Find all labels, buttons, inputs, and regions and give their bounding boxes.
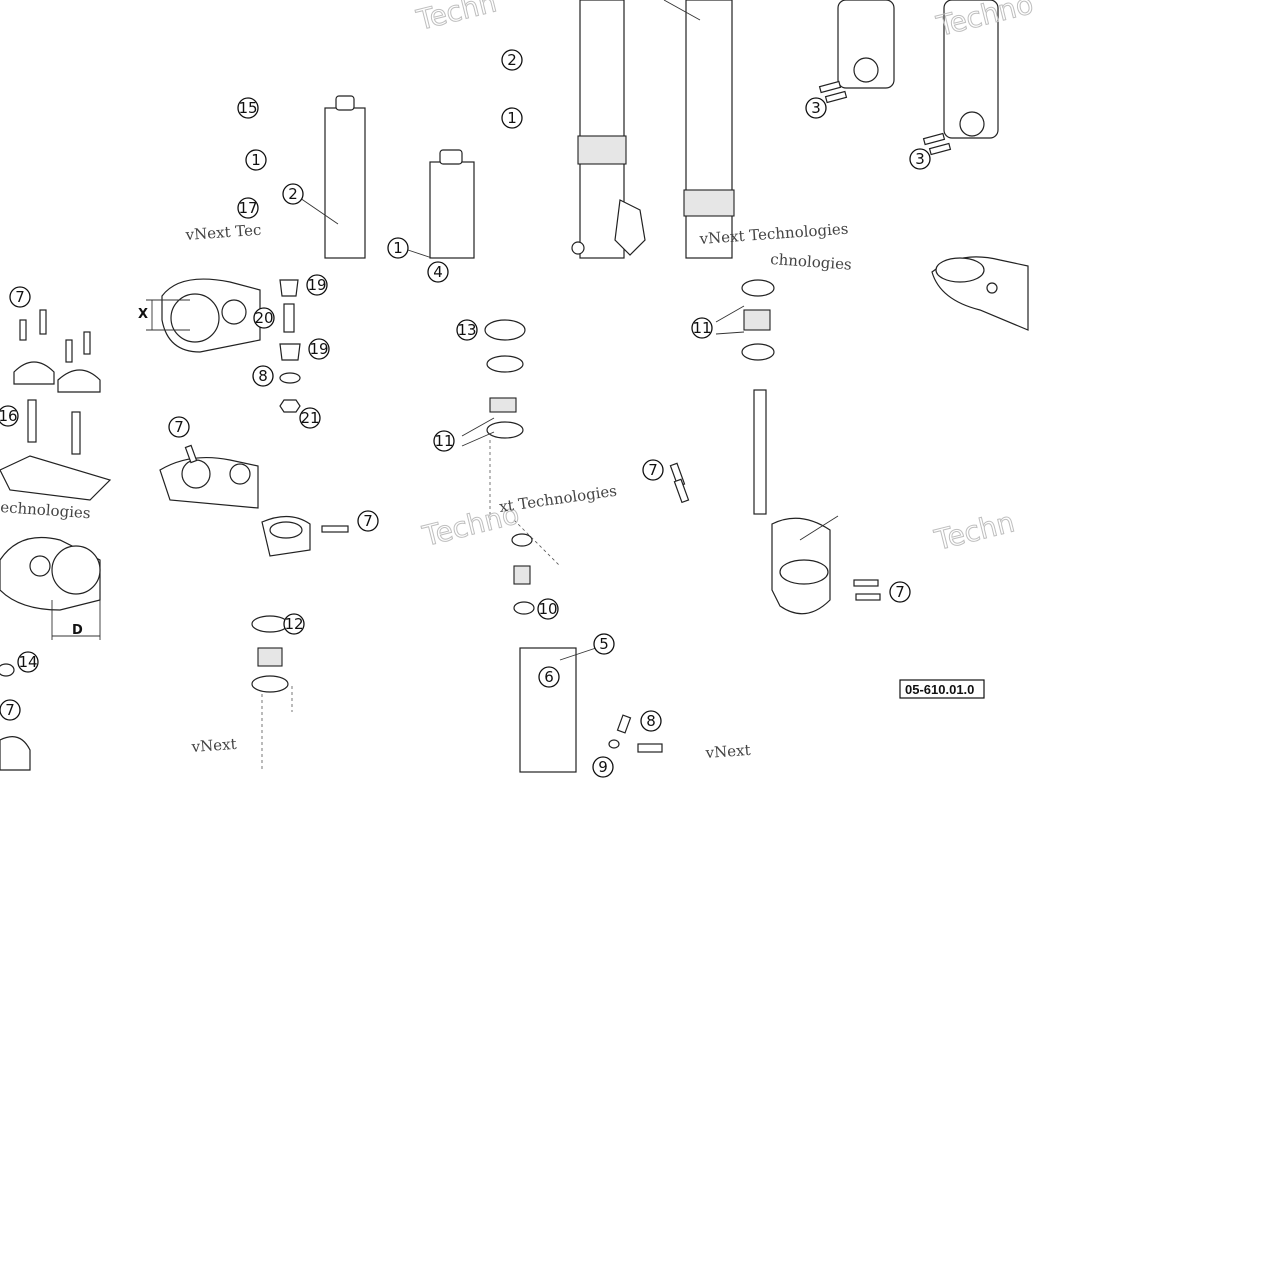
steering-bearings-upper (461, 319, 526, 520)
svg-text:1: 1 (393, 239, 403, 257)
svg-text:7: 7 (174, 418, 184, 436)
callout-7-stem: 7 (642, 459, 664, 481)
callout-7-middle: 7 (357, 510, 379, 532)
callout-9: 9 (592, 756, 614, 778)
callout-17: 17 (237, 197, 259, 219)
svg-text:12: 12 (284, 615, 303, 633)
callout-16: 16 (0, 405, 19, 427)
watermark-11: chnologies (770, 250, 853, 274)
svg-text:20: 20 (254, 309, 273, 327)
fork-tube-2 (299, 95, 366, 259)
svg-text:7: 7 (5, 701, 15, 719)
callout-21: 21 (299, 407, 321, 429)
callout-11-right: 11 (691, 317, 713, 339)
svg-text:3: 3 (915, 150, 925, 168)
callout-15: 15 (237, 97, 259, 119)
svg-text:5: 5 (599, 635, 609, 653)
watermark-9: xt Technologies (498, 482, 618, 516)
steering-stem-lower (511, 519, 663, 773)
svg-text:7: 7 (15, 288, 25, 306)
svg-text:8: 8 (646, 712, 656, 730)
watermark-5: Techn (413, 0, 500, 37)
svg-text:6: 6 (544, 668, 554, 686)
svg-text:10: 10 (538, 600, 557, 618)
svg-text:1: 1 (251, 151, 261, 169)
svg-text:2: 2 (507, 51, 517, 69)
svg-text:7: 7 (648, 461, 658, 479)
top-clamp-right (931, 256, 1029, 331)
watermark-2: vNext Tec (184, 221, 262, 244)
callout-1: 1 (387, 237, 409, 259)
callout-4: 4 (427, 261, 449, 283)
watermark-3: vNext (190, 735, 237, 756)
callout-8-edge: 8 (252, 365, 274, 387)
dimension-label-x: X (138, 307, 148, 322)
callout-6: 6 (538, 666, 560, 688)
svg-text:13: 13 (457, 321, 476, 339)
lower-clamp-right (771, 515, 881, 615)
fork-leg-right (663, 0, 735, 259)
callout-5: 5 (593, 633, 615, 655)
svg-text:2: 2 (288, 185, 298, 203)
fork-bottom-left (818, 0, 895, 104)
callout-1-top: 1 (501, 107, 523, 129)
callout-3-left: 3 (805, 97, 827, 119)
callout-1-edge: 1 (245, 149, 267, 171)
bushing-parts (279, 279, 301, 413)
lower-triple-clamp-d: D (0, 536, 101, 640)
svg-text:05-610.01.0: 05-610.01.0 (905, 682, 974, 697)
svg-text:8: 8 (258, 367, 268, 385)
svg-text:11: 11 (692, 319, 711, 337)
top-triple-clamp-x: X (138, 278, 261, 353)
fork-bottom-right (922, 0, 999, 156)
callout-12: 12 (283, 613, 305, 635)
svg-text:9: 9 (598, 758, 608, 776)
svg-text:11: 11 (434, 432, 453, 450)
callout-19-lower: 19 (308, 338, 330, 360)
callout-7-lower-clamp: 7 (168, 416, 190, 438)
callout-10: 10 (537, 598, 559, 620)
callout-7-clamp-top: 7 (9, 286, 31, 308)
lower-clamp-middle (251, 515, 349, 770)
svg-text:4: 4 (433, 263, 443, 281)
callout-14: 14 (17, 651, 39, 673)
fork-tube-1 (407, 149, 475, 259)
watermark-10: echnologies (0, 498, 91, 522)
callout-19-upper: 19 (306, 274, 328, 296)
svg-text:16: 16 (0, 407, 18, 425)
callout-11-left: 11 (433, 430, 455, 452)
handlebar-clamp-parts (0, 309, 112, 501)
callout-2-edge: 2 (501, 49, 523, 71)
svg-text:7: 7 (895, 583, 905, 601)
callout-3-right: 3 (909, 148, 931, 170)
drawing-code-label: 05-610.01.0 (899, 679, 985, 699)
svg-text:15: 15 (238, 99, 257, 117)
watermark-8: Techn (931, 505, 1018, 557)
callout-8: 8 (640, 710, 662, 732)
steering-bearings-stem (669, 279, 775, 515)
svg-text:7: 7 (363, 512, 373, 530)
svg-text:21: 21 (300, 409, 319, 427)
svg-text:14: 14 (18, 653, 37, 671)
svg-text:1: 1 (507, 109, 517, 127)
fork-leg-left (571, 0, 646, 259)
callout-7-right: 7 (889, 581, 911, 603)
lower-clamp-small (159, 444, 259, 509)
callout-2: 2 (282, 183, 304, 205)
callout-20: 20 (253, 307, 275, 329)
dimension-label-d: D (72, 623, 83, 638)
clamp-bottom-left (0, 663, 31, 771)
callout-13: 13 (456, 319, 478, 341)
svg-text:17: 17 (238, 199, 257, 217)
callout-7-bottom-left: 7 (0, 699, 21, 721)
watermark-4: vNext (704, 741, 751, 762)
svg-text:3: 3 (811, 99, 821, 117)
svg-text:19: 19 (307, 276, 326, 294)
svg-text:19: 19 (309, 340, 328, 358)
